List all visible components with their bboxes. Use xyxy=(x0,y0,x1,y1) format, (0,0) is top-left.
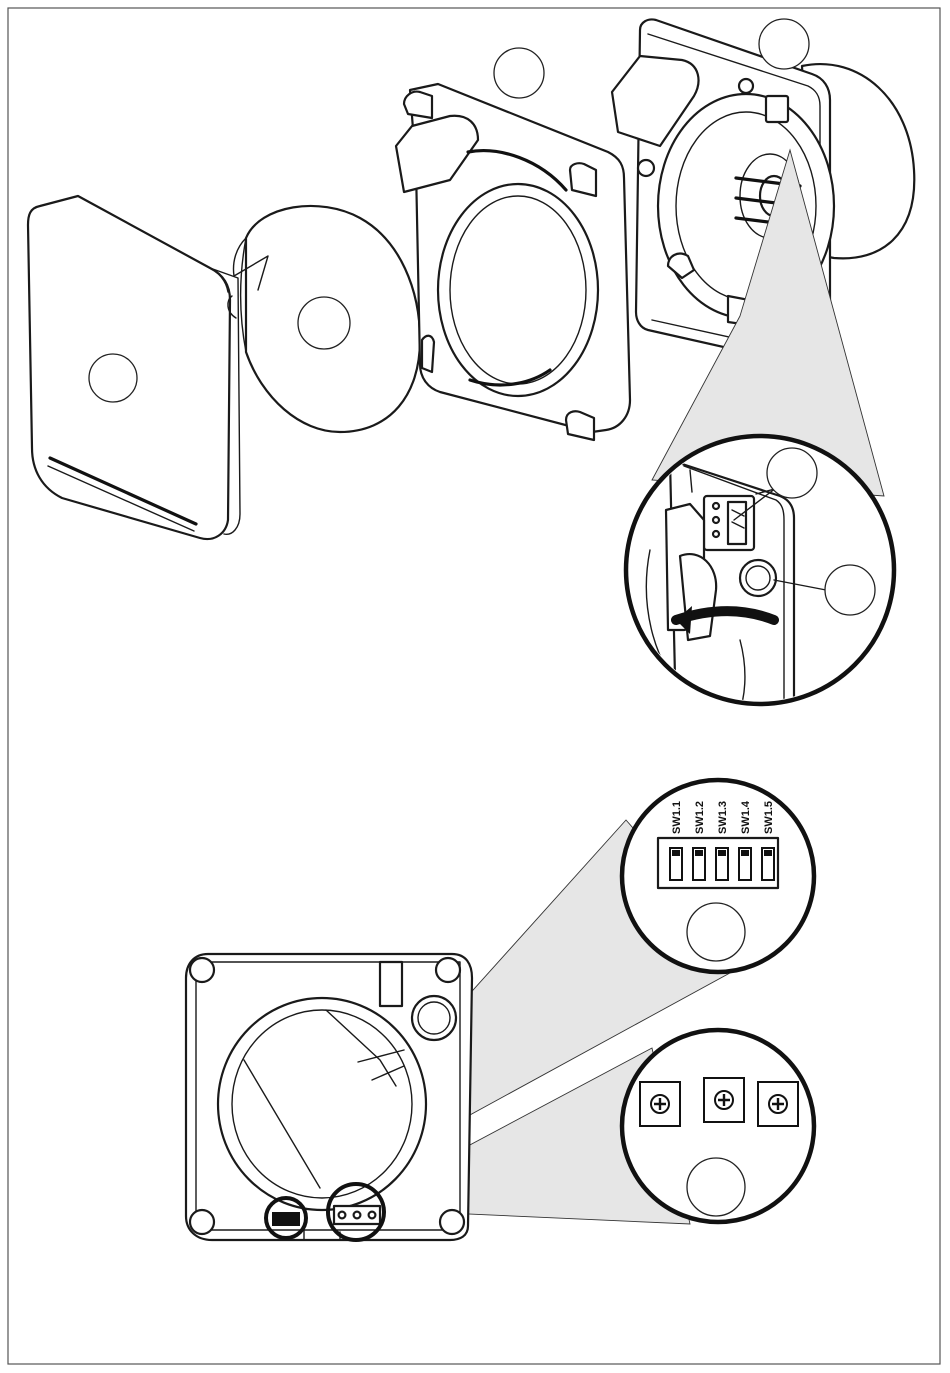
callout-damper-cylinder xyxy=(298,297,350,349)
dip-switch-lever xyxy=(718,850,726,856)
dip-switch-lever xyxy=(741,850,749,856)
callout-front-cover xyxy=(89,354,137,402)
dip-switch-label: SW1.3 xyxy=(717,801,729,834)
callout-grommet-detail xyxy=(825,565,875,615)
dip-switch-lever xyxy=(764,850,772,856)
dip-switch-label: SW1.1 xyxy=(671,801,683,834)
dip-switch-lever xyxy=(695,850,703,856)
trimmer-3 xyxy=(758,1082,798,1126)
callout-dip-switch-detail xyxy=(687,903,745,961)
callout-frame xyxy=(494,48,544,98)
callout-fan-housing xyxy=(759,19,809,69)
dip-switch-lever xyxy=(672,850,680,856)
dip-switch-label: SW1.4 xyxy=(740,800,752,834)
dip-switch-label: SW1.2 xyxy=(694,801,706,834)
dip-switch-label: SW1.5 xyxy=(763,801,775,834)
trimmer-2 xyxy=(704,1078,744,1122)
callout-terminal-detail xyxy=(767,448,817,498)
exploded-view xyxy=(28,19,914,720)
mounting-frame xyxy=(396,84,630,440)
callout-trimmer-detail xyxy=(687,1158,745,1216)
dip-switch-on-board xyxy=(272,1212,300,1226)
trimmer-1 xyxy=(640,1082,680,1126)
trimmer-bank xyxy=(640,1078,798,1126)
